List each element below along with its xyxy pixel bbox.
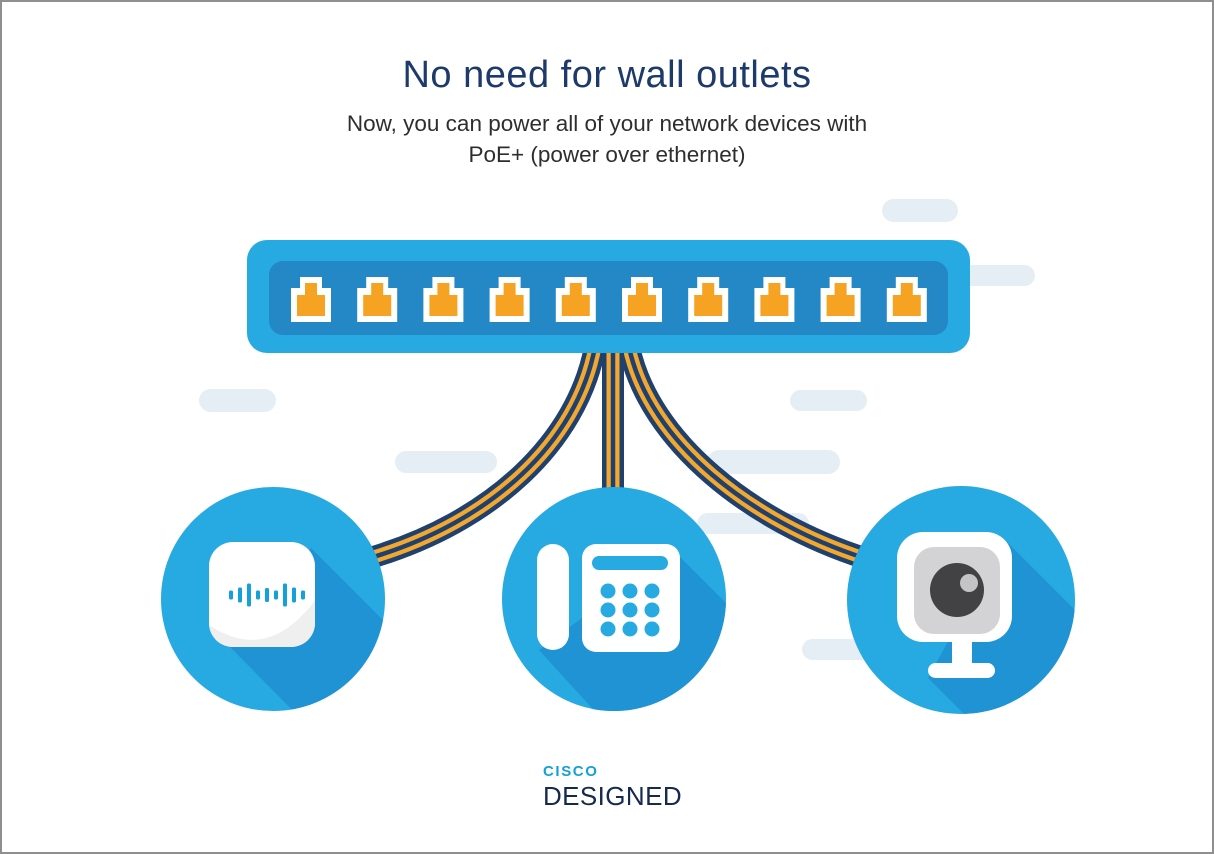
- cisco-brand-text: CISCO: [543, 763, 599, 780]
- poe-network-switch: [247, 240, 970, 353]
- ethernet-port: [291, 277, 331, 322]
- access-point-icon: [209, 542, 315, 647]
- ethernet-port: [688, 277, 729, 322]
- camera-lens: [930, 563, 984, 617]
- poe-cables: [366, 344, 868, 569]
- ethernet-port: [357, 277, 398, 322]
- subtitle-line-1: Now, you can power all of your network d…: [346, 111, 868, 136]
- cloud-pill: [790, 390, 867, 411]
- ethernet-port: [820, 277, 861, 322]
- ethernet-port: [489, 277, 530, 322]
- ethernet-port: [754, 277, 795, 322]
- long-shadows: [229, 539, 1075, 714]
- cloud-pill: [199, 389, 276, 412]
- cloud-pill: [707, 450, 840, 474]
- ip-phone-icon: [537, 544, 680, 652]
- camera-stand-base: [928, 663, 995, 678]
- phone-screen: [592, 556, 668, 570]
- left-poe-cable: [366, 344, 606, 569]
- phone-handset: [537, 544, 569, 650]
- page-subtitle: Now, you can power all of your network d…: [2, 108, 1212, 170]
- camera-shadow: [928, 539, 1075, 714]
- designed-wordmark-text: DESIGNED: [543, 781, 683, 811]
- page-title: No need for wall outlets: [402, 54, 812, 96]
- ethernet-port: [555, 277, 596, 322]
- camera-icon: [897, 532, 1012, 678]
- cisco-designed-logo: CISCO DESIGNED: [543, 763, 682, 812]
- access-point-shadow: [229, 548, 385, 711]
- cisco-wave-icon: [229, 583, 305, 607]
- switch-ports: [291, 277, 927, 322]
- cloud-pill: [882, 199, 958, 222]
- access-point-body: [209, 542, 315, 647]
- camera-lens-highlight: [960, 574, 978, 592]
- cloud-pill: [802, 639, 872, 660]
- ethernet-port: [423, 277, 464, 322]
- access-point-shade: [209, 590, 315, 647]
- right-poe-cable: [618, 344, 868, 569]
- cloud-pill: [395, 451, 497, 473]
- cloud-pill: [957, 265, 1035, 286]
- ethernet-port: [886, 277, 927, 322]
- ethernet-port: [622, 277, 662, 322]
- phone-shadow: [539, 550, 726, 711]
- phone-keypad: [600, 583, 660, 637]
- cloud-pills: [199, 199, 1035, 660]
- subtitle-line-2: PoE+ (power over ethernet): [468, 142, 746, 167]
